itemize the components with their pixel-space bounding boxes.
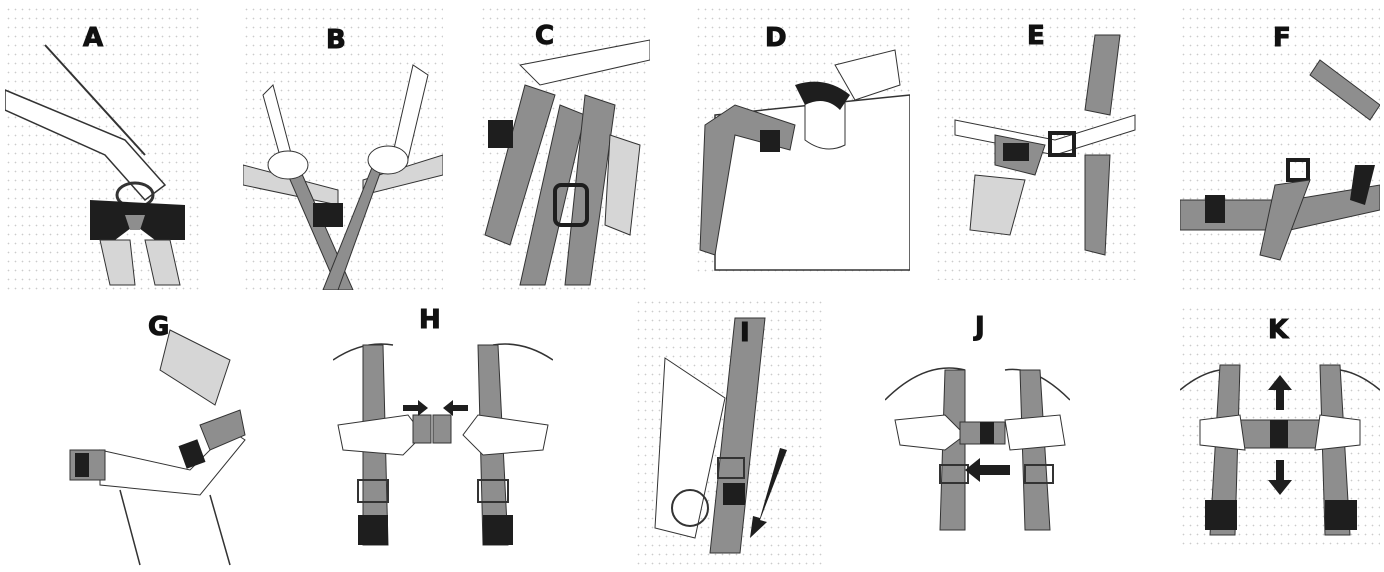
- step-label: K: [1268, 317, 1288, 343]
- harness-illustration-c: [480, 5, 650, 295]
- step-label: J: [975, 314, 985, 340]
- step-label: H: [419, 307, 441, 333]
- harness-illustration-j: [885, 310, 1070, 545]
- panel-step-c: C: [480, 5, 650, 295]
- panel-step-e: E: [935, 5, 1140, 280]
- step-label: I: [740, 320, 750, 346]
- panel-step-a: A: [5, 5, 200, 290]
- harness-illustration-h: [333, 305, 553, 570]
- step-label: B: [326, 27, 346, 53]
- step-label: C: [535, 23, 554, 49]
- panel-step-f: F: [1180, 5, 1380, 295]
- harness-illustration-d: [695, 5, 910, 275]
- step-label: E: [1027, 23, 1045, 49]
- step-label: A: [83, 25, 103, 51]
- panel-step-i: I: [635, 298, 825, 568]
- panel-step-j: J: [885, 310, 1070, 545]
- step-label: G: [148, 314, 169, 340]
- panel-step-g: G: [60, 310, 285, 570]
- panel-step-k: K: [1180, 305, 1380, 550]
- step-label: D: [765, 25, 787, 51]
- panel-step-d: D: [695, 5, 910, 275]
- harness-illustration-i: [635, 298, 825, 568]
- panel-step-h: H: [333, 305, 553, 570]
- panel-step-b: B: [243, 5, 443, 290]
- step-label: F: [1273, 25, 1291, 51]
- harness-illustration-g: [60, 310, 285, 570]
